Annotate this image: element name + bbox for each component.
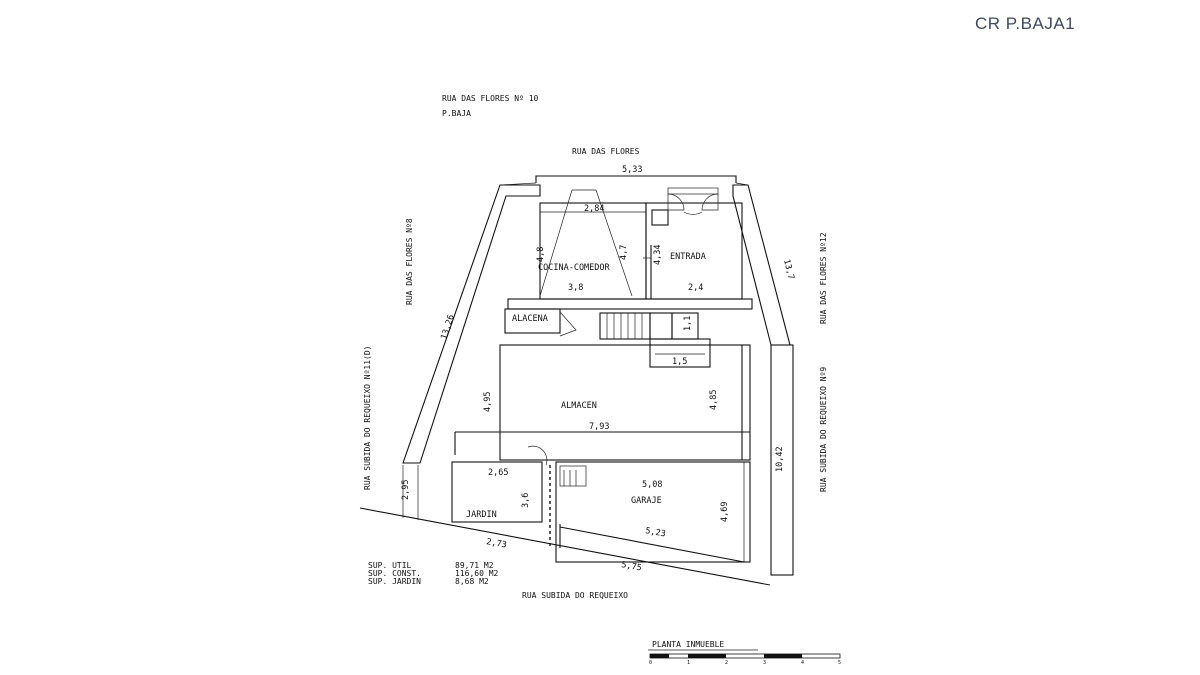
dim-garden-h: 3,6 [521, 493, 531, 508]
dim-right-side-top: 13,7 [781, 258, 796, 280]
dim-garage-width: 5,08 [642, 480, 662, 490]
dim-entrance-width: 2,4 [688, 283, 703, 293]
street-left-lower: RUA SUBIDA DO REQUEIXO Nº11(D) [363, 346, 372, 491]
room-pantry: ALACENA [512, 314, 548, 324]
room-entrance: ENTRADA [670, 252, 706, 262]
dim-storage-right: 4,85 [709, 390, 719, 410]
surface-label: SUP. JARDIN [368, 577, 421, 586]
room-storage: ALMACEN [561, 401, 597, 411]
dim-top-width: 5,33 [622, 165, 642, 175]
dim-bottom-right: 5,75 [620, 560, 642, 573]
surface-value: 89,71 M2 [455, 561, 494, 570]
scale-bar: PLANTA INMUEBLE 0 1 2 3 4 5 [648, 640, 841, 666]
dim-kitchen-h2: 4,7 [619, 245, 629, 260]
scale-tick: 1 [687, 660, 690, 666]
street-bottom: RUA SUBIDA DO REQUEIXO [522, 591, 628, 600]
scale-tick: 5 [838, 660, 841, 666]
lower-rooms [451, 445, 751, 563]
middle-band [504, 298, 753, 368]
surface-label: SUP. UTIL [368, 561, 412, 570]
dim-stair-w: 1,5 [672, 357, 687, 367]
surface-value: 116,60 M2 [455, 569, 499, 578]
dim-stair-h: 1,1 [683, 316, 693, 331]
dim-entrance-h: 4,34 [653, 245, 663, 265]
address-label: RUA DAS FLORES Nº 10 [442, 94, 539, 103]
surface-table: SUP. UTIL 89,71 M2 SUP. CONST. 116,60 M2… [368, 561, 499, 586]
dim-kitchen-top: 2,84 [584, 204, 604, 214]
scale-tick: 3 [763, 660, 766, 666]
dim-storage-left: 4,95 [483, 392, 493, 412]
dim-left-small: 2,95 [401, 480, 411, 500]
scale-tick: 4 [801, 660, 804, 666]
dim-garden-width: 2,65 [488, 468, 508, 478]
dim-right-lower: 10,42 [775, 446, 785, 472]
street-left: RUA DAS FLORES Nº8 [405, 218, 414, 305]
scale-title: PLANTA INMUEBLE [652, 640, 724, 649]
surface-value: 8,68 M2 [455, 577, 489, 586]
dim-kitchen-width: 3,8 [568, 283, 583, 293]
room-garage: GARAJE [631, 496, 662, 506]
dim-garage-h: 4,69 [720, 502, 730, 522]
sheet-code: CR P.BAJA1 [975, 14, 1076, 33]
storage-room [454, 344, 751, 461]
dim-kitchen-h1: 4,8 [536, 247, 546, 262]
street-top: RUA DAS FLORES [572, 147, 640, 156]
upper-rooms [539, 187, 743, 300]
dim-storage-width: 7,93 [589, 422, 609, 432]
scale-tick: 2 [725, 660, 728, 666]
street-right: RUA DAS FLORES Nº12 [819, 232, 828, 324]
dim-garage-bottom: 5,23 [644, 526, 666, 539]
room-garden: JARDIN [466, 510, 497, 520]
outer-walls [359, 175, 794, 586]
surface-label: SUP. CONST. [368, 569, 421, 578]
room-kitchen: COCINA-COMEDOR [538, 263, 611, 273]
floor-label: P.BAJA [442, 109, 471, 118]
street-right-lower: RUA SUBIDA DO REQUEIXO Nº9 [819, 367, 828, 492]
dim-bottom-left: 2,73 [485, 537, 507, 550]
dim-left-side: 13,26 [439, 313, 456, 340]
scale-tick: 0 [649, 660, 652, 666]
